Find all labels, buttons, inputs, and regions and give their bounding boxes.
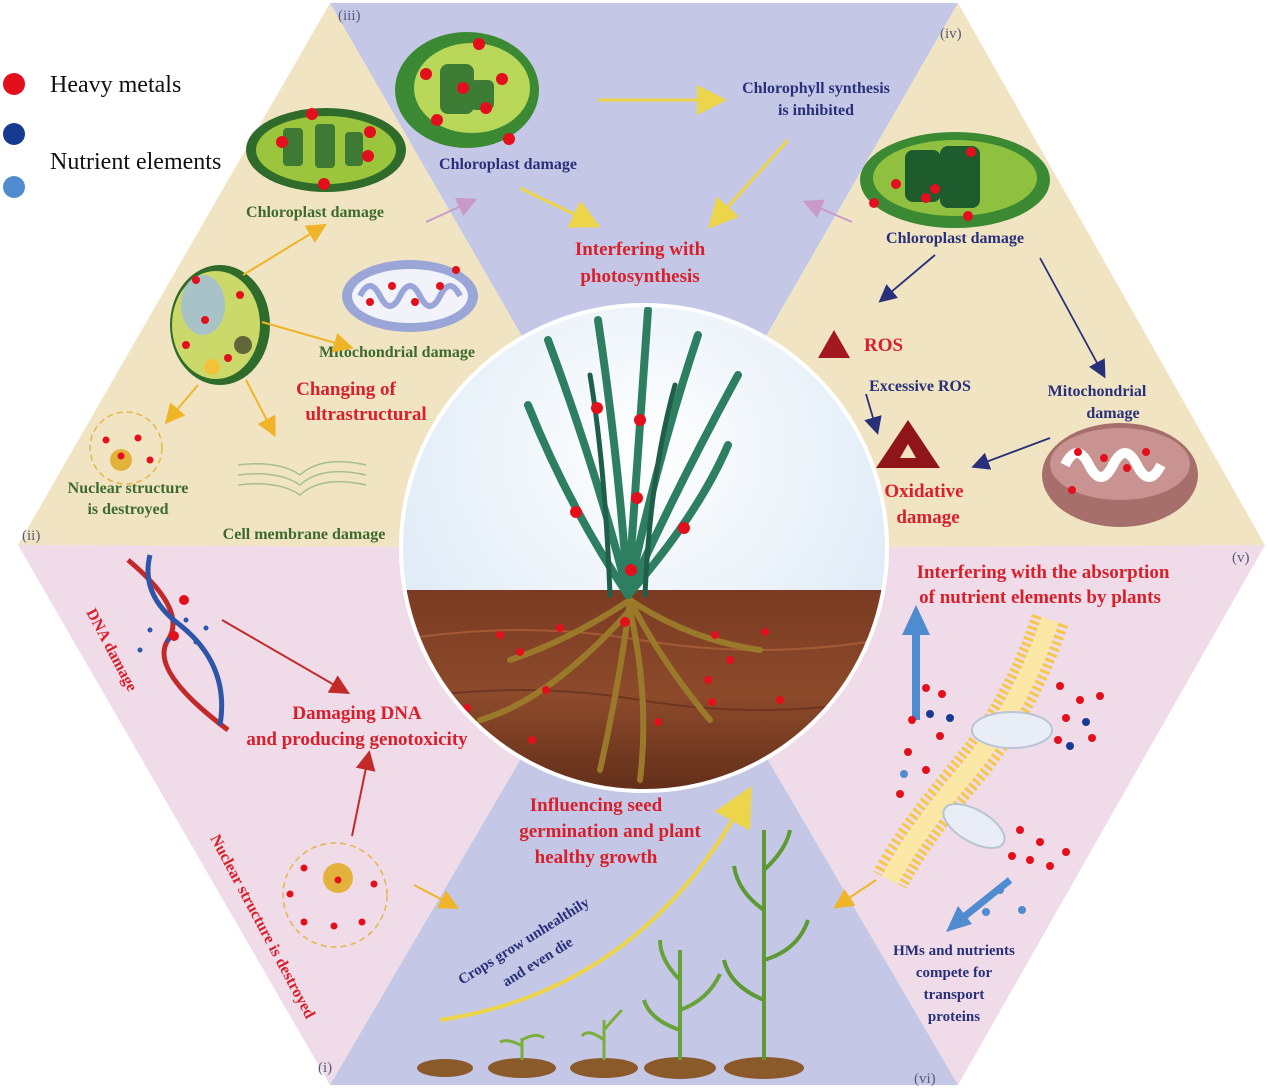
iv-mito-line1: Mitochondrial bbox=[1048, 383, 1147, 400]
panel-vi-background bbox=[330, 548, 958, 1085]
legend-nutrient-dark-dot bbox=[3, 123, 25, 145]
ii-membrane-label: Cell membrane damage bbox=[223, 526, 386, 543]
legend-nutrient-light-dot bbox=[3, 176, 25, 198]
dna-arrow bbox=[221, 619, 350, 695]
nucleus-illustration-ii bbox=[89, 411, 163, 485]
particles-v bbox=[896, 682, 1104, 916]
membrane-illustration-ii bbox=[237, 460, 367, 496]
numeral-iv: (iv) bbox=[940, 26, 962, 42]
ii-nuclear-line1: Nuclear structure bbox=[68, 480, 189, 497]
v-title-line2: of nutrient elements by plants bbox=[919, 587, 1161, 608]
oxidative-triangle-icon bbox=[876, 420, 940, 468]
chloroplast-illustration-iii bbox=[395, 32, 539, 148]
v-compete-line1: HMs and nutrients bbox=[893, 943, 1015, 959]
iii-title-line2: photosynthesis bbox=[580, 266, 699, 287]
numeral-ii: (ii) bbox=[22, 528, 40, 544]
ii-nuclear-line2: is destroyed bbox=[87, 501, 168, 518]
ii-mitochondria-label: Mitochondrial damage bbox=[319, 344, 475, 361]
legend-heavy-metals-label: Heavy metals bbox=[50, 72, 181, 98]
ii-to-iii-arrow bbox=[425, 197, 478, 223]
cell-illustration-ii bbox=[170, 265, 270, 385]
dna-title-line1: Damaging DNA bbox=[292, 703, 422, 724]
center-circle-border bbox=[399, 303, 889, 793]
iv-to-iii-arrow bbox=[802, 199, 853, 223]
legend-heavy-metal-dot bbox=[3, 73, 25, 95]
i-center-line2: germination and plant bbox=[519, 821, 701, 842]
v-compete-line4: proteins bbox=[928, 1009, 980, 1025]
numeral-v: (v) bbox=[1232, 550, 1250, 566]
ii-title-line2: ultrastructural bbox=[305, 404, 426, 425]
ii-arrows bbox=[164, 223, 354, 438]
nucleus-illustration-i bbox=[282, 842, 388, 948]
i-to-vi-arrow bbox=[413, 884, 460, 909]
v-compete-line2: compete for bbox=[916, 965, 993, 981]
dna-title-line2: and producing genotoxicity bbox=[246, 729, 468, 750]
iv-excessive-label: Excessive ROS bbox=[869, 378, 971, 395]
numeral-iii: (iii) bbox=[338, 8, 361, 24]
mitochondria-illustration-iv bbox=[1042, 423, 1198, 527]
iv-ros-label: ROS bbox=[864, 335, 903, 356]
iv-chloroplast-label: Chloroplast damage bbox=[886, 230, 1024, 247]
growth-curve-arrow bbox=[439, 785, 752, 1022]
iv-mito-line2: damage bbox=[1086, 405, 1139, 422]
nutrient-uptake-arrowhead-icon bbox=[902, 605, 930, 635]
numeral-vi: (vi) bbox=[914, 1071, 936, 1087]
iii-synthesis-line1: Chlorophyll synthesis bbox=[742, 80, 890, 97]
v-compete-line3: transport bbox=[924, 987, 985, 1003]
seedlings-illustration bbox=[417, 829, 810, 1079]
iii-chloroplast-label: Chloroplast damage bbox=[439, 156, 577, 173]
iii-title-line1: Interfering with bbox=[575, 239, 706, 260]
iv-arrows bbox=[864, 254, 1106, 470]
i-center-line3: healthy growth bbox=[535, 847, 658, 868]
legend-nutrient-elements-label: Nutrient elements bbox=[50, 149, 221, 175]
iv-oxidative-line2: damage bbox=[896, 507, 959, 528]
numeral-i: (i) bbox=[318, 1060, 332, 1076]
iii-arrows bbox=[519, 85, 790, 229]
compete-arrowhead-icon bbox=[946, 906, 972, 932]
chloroplast-illustration-iv bbox=[860, 132, 1050, 228]
i-center-line1: Influencing seed bbox=[530, 795, 663, 816]
ros-triangle-icon bbox=[818, 330, 850, 358]
dna-particles bbox=[137, 595, 209, 653]
v-to-vi-arrow bbox=[833, 879, 877, 909]
iii-synthesis-line2: is inhibited bbox=[778, 102, 854, 119]
ii-chloroplast-label: Chloroplast damage bbox=[246, 204, 384, 221]
mitochondria-illustration-ii bbox=[342, 260, 478, 332]
center-heavy-metal-particles bbox=[463, 402, 784, 744]
nucleus-to-dna-arrow bbox=[351, 750, 376, 837]
ii-title-line1: Changing of bbox=[296, 379, 396, 400]
chloroplast-illustration-ii bbox=[246, 108, 406, 192]
iv-oxidative-line1: Oxidative bbox=[884, 481, 963, 502]
legend: Heavy metals Nutrient elements bbox=[3, 72, 221, 198]
membrane-illustration-v bbox=[873, 613, 1069, 889]
v-title-line1: Interfering with the absorption bbox=[917, 562, 1170, 583]
